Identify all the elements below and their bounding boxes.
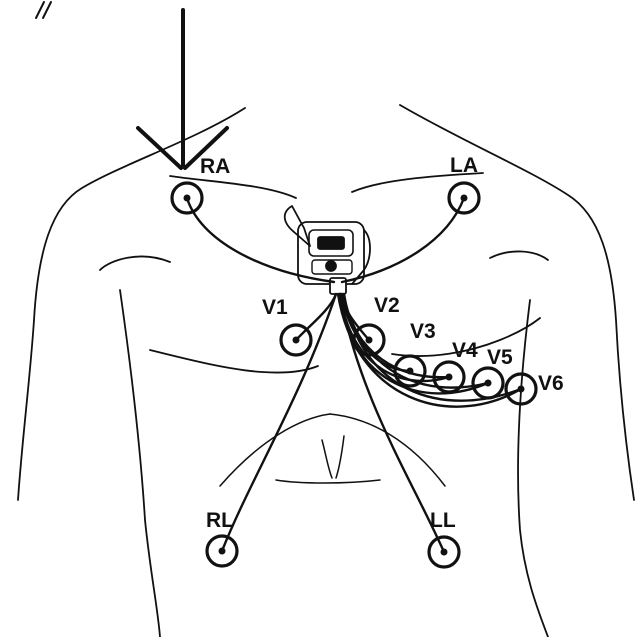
electrode-label-v5: V5 xyxy=(487,346,513,369)
abdomen-center xyxy=(322,440,332,478)
electrode-label-v6: V6 xyxy=(538,372,564,395)
electrode-v6: V6 xyxy=(506,372,564,404)
wire-v1 xyxy=(296,294,336,340)
electrode-v4: V4 xyxy=(434,339,478,392)
rib-arch-right xyxy=(330,414,445,486)
left-deltoid xyxy=(100,257,170,270)
electrode-la: LA xyxy=(449,154,479,213)
abdomen-right xyxy=(336,436,344,478)
electrode-label-la: LA xyxy=(450,154,478,177)
electrode-ll: LL xyxy=(429,509,459,567)
recorder-button xyxy=(326,261,336,271)
electrode-label-rl: RL xyxy=(206,509,234,532)
abdomen-base xyxy=(276,480,380,483)
wire-la xyxy=(342,198,464,282)
electrode-label-ll: LL xyxy=(430,509,456,532)
right-shoulder-outline xyxy=(400,105,634,500)
rib-arch-left xyxy=(220,414,330,486)
electrode-label-v1: V1 xyxy=(262,296,288,319)
torso-outline xyxy=(18,105,634,637)
corner-mark xyxy=(36,2,51,18)
electrode-label-v4: V4 xyxy=(452,339,478,362)
electrode-label-v3: V3 xyxy=(410,320,436,343)
electrode-ra: RA xyxy=(172,155,230,213)
left-flank xyxy=(120,290,160,637)
electrode-v1: V1 xyxy=(262,296,311,355)
recorder-display xyxy=(318,237,344,249)
abdomen-lines xyxy=(220,414,445,486)
wire-rl xyxy=(222,294,336,551)
electrode-label-v2: V2 xyxy=(374,294,400,317)
recorder-body xyxy=(298,222,364,284)
lead-wires xyxy=(187,198,521,552)
electrode-rl: RL xyxy=(206,509,237,566)
right-flank xyxy=(518,300,548,637)
right-deltoid xyxy=(490,251,548,260)
down-arrow-icon xyxy=(138,10,227,168)
electrode-label-ra: RA xyxy=(200,155,230,178)
cable-connector xyxy=(330,278,346,294)
right-clavicle xyxy=(170,176,296,198)
